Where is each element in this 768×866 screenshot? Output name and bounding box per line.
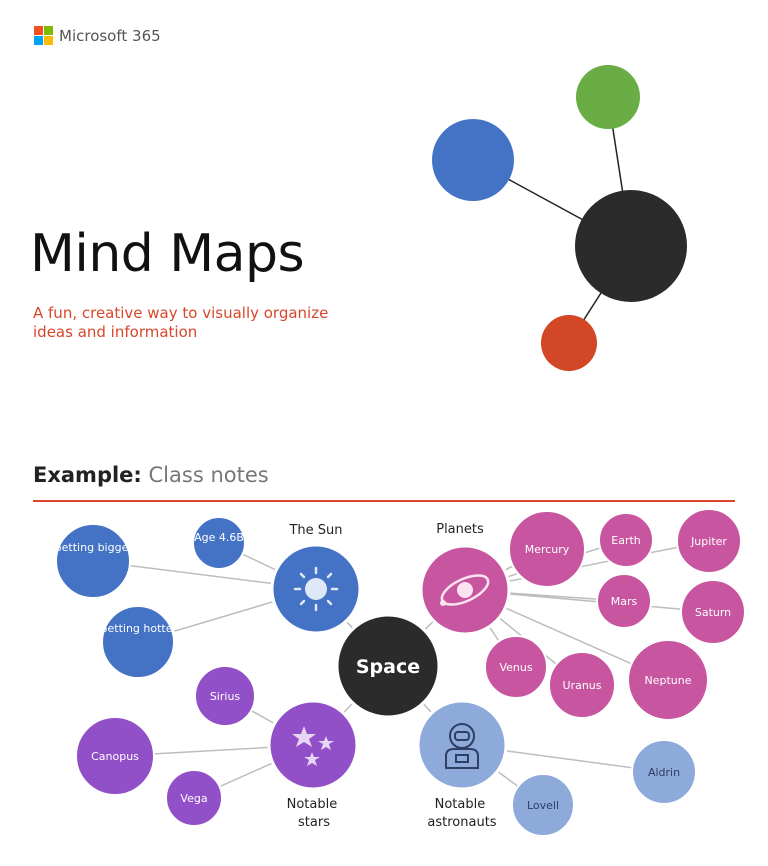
center-label: Space xyxy=(356,656,420,678)
node-earth xyxy=(598,512,654,568)
node-label-line: Age 4.6B xyxy=(194,531,244,544)
node-label: Sirius xyxy=(210,690,241,703)
node-label-box: Getting hotter xyxy=(98,622,178,635)
group-label-stars-line1: Notable xyxy=(287,797,338,812)
node-label: Earth xyxy=(611,534,641,547)
node-venus xyxy=(484,635,548,699)
example-heading-value: Class notes xyxy=(148,463,269,487)
group-label-stars: Notable stars xyxy=(287,797,342,830)
node-notable-astronauts xyxy=(416,699,508,791)
page-title: Mind Maps xyxy=(30,224,305,284)
stars-icon xyxy=(292,726,334,766)
hero-node-red xyxy=(541,315,597,371)
hero-node-green xyxy=(576,65,640,129)
hero-node-blue xyxy=(432,119,514,201)
node-jupiter xyxy=(676,508,742,574)
node-label: Venus xyxy=(499,661,532,674)
node-getting-bigger xyxy=(55,523,131,599)
planet-orbit-icon xyxy=(440,574,490,606)
microsoft-logo-icon xyxy=(34,26,53,45)
node-label: Age 4.6B xyxy=(194,531,244,544)
group-label-planets: Planets xyxy=(436,522,484,537)
node-uranus xyxy=(548,651,616,719)
node-canopus xyxy=(75,716,155,796)
page-subtitle: A fun, creative way to visually organize… xyxy=(33,304,329,341)
node-vega xyxy=(165,769,223,827)
node-label-box: Getting bigger xyxy=(53,541,133,554)
node-mercury xyxy=(508,510,586,588)
node-age xyxy=(192,516,246,570)
group-label-astronauts-line1: Notable xyxy=(435,797,486,812)
hero-illustration xyxy=(432,65,687,371)
brand: Microsoft 365 xyxy=(34,26,161,45)
node-label: Getting hotter xyxy=(98,622,178,635)
sun-icon xyxy=(293,566,339,612)
group-label-sun: The Sun xyxy=(288,523,342,538)
node-label: Mercury xyxy=(525,543,570,556)
example-heading-label: Example: xyxy=(33,463,142,487)
group-planets: Mercury Earth Jupiter Mars Saturn Venus … xyxy=(419,508,746,721)
node-mars xyxy=(596,573,652,629)
node-label: Canopus xyxy=(91,750,139,763)
node-label: Saturn xyxy=(695,606,731,619)
node-label: Jupiter xyxy=(690,535,727,548)
node-label: Mars xyxy=(611,595,638,608)
node-sirius xyxy=(194,665,256,727)
astronaut-icon xyxy=(445,723,479,769)
group-stars: Sirius Canopus Vega Notable stars xyxy=(75,665,359,830)
brand-name: Microsoft 365 xyxy=(59,26,161,45)
node-space xyxy=(335,613,441,719)
example-heading: Example: Class notes xyxy=(33,463,269,487)
group-label-astronauts: Notable astronauts xyxy=(427,797,496,830)
section-divider xyxy=(33,500,735,502)
node-label: Uranus xyxy=(563,679,602,692)
group-astronauts: Aldrin Lovell Notable astronauts xyxy=(416,699,697,837)
group-label-astronauts-line2: astronauts xyxy=(427,815,496,830)
group-sun: Age 4.6B Getting bigger Getting hotter T… xyxy=(53,516,362,679)
node-label: Getting bigger xyxy=(53,541,133,554)
node-label: Aldrin xyxy=(648,766,680,779)
node-aldrin xyxy=(631,739,697,805)
center-node-group: Space xyxy=(335,613,441,719)
node-getting-hotter xyxy=(101,605,175,679)
node-lovell xyxy=(511,773,575,837)
node-notable-stars xyxy=(267,699,359,791)
hero-node-center xyxy=(575,190,687,302)
group-label-stars-line2: stars xyxy=(298,815,330,830)
node-label: Neptune xyxy=(644,674,691,687)
node-label: Lovell xyxy=(527,799,559,812)
node-saturn xyxy=(680,579,746,645)
node-neptune xyxy=(627,639,709,721)
node-label: Vega xyxy=(180,792,207,805)
